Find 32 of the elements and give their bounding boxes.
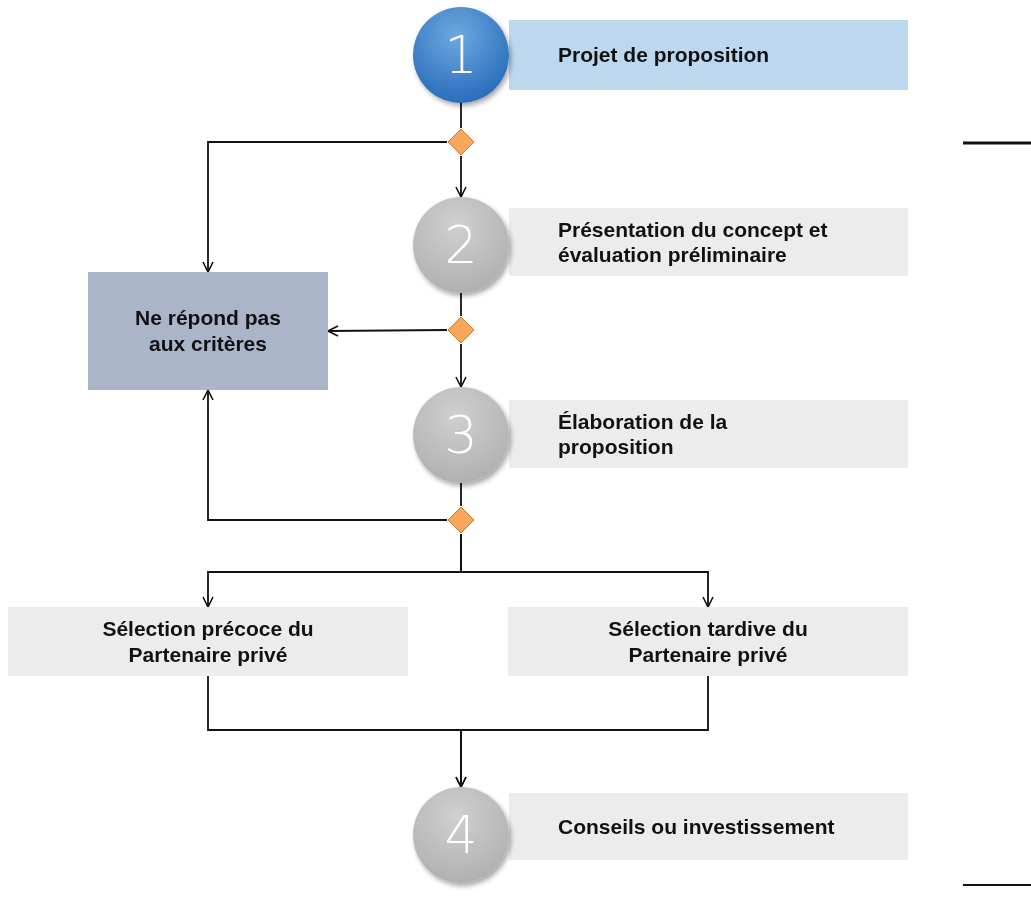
arrow — [455, 155, 467, 198]
step-circle — [413, 7, 509, 103]
step-band — [509, 20, 908, 90]
step-circle — [413, 197, 509, 293]
arrow — [455, 675, 709, 788]
decision-diamond — [447, 316, 475, 344]
step-number: 3 — [444, 409, 478, 461]
arrow — [202, 389, 448, 521]
arrow — [327, 325, 448, 337]
step-label: Élaboration de la proposition — [558, 408, 729, 460]
option-label: Sélection précoce du Partenaire privé — [101, 616, 315, 667]
step-number: 1 — [444, 29, 478, 81]
outcome-box — [88, 272, 328, 390]
outcome-label: Ne répond pas aux critères — [134, 304, 282, 357]
step-number: 4 — [444, 809, 478, 861]
arrow — [460, 533, 714, 608]
step-circle — [413, 387, 509, 483]
decision-diamond — [447, 506, 475, 534]
step-label: Présentation du concept et évaluation préliminaire — [558, 216, 829, 268]
step-circle — [413, 787, 509, 883]
option-label: Sélection tardive du Partenaire privé — [607, 616, 809, 667]
step-number: 2 — [444, 219, 478, 271]
step-band — [509, 793, 908, 860]
step-label: Projet de proposition — [558, 42, 770, 68]
option-band — [8, 607, 408, 676]
arrow — [202, 141, 448, 273]
step-band — [509, 208, 908, 276]
decision-diamond — [447, 128, 475, 156]
step-band — [509, 400, 908, 468]
step-label: Conseils ou investissement — [558, 813, 835, 840]
arrow — [455, 343, 467, 388]
option-band — [508, 607, 908, 676]
